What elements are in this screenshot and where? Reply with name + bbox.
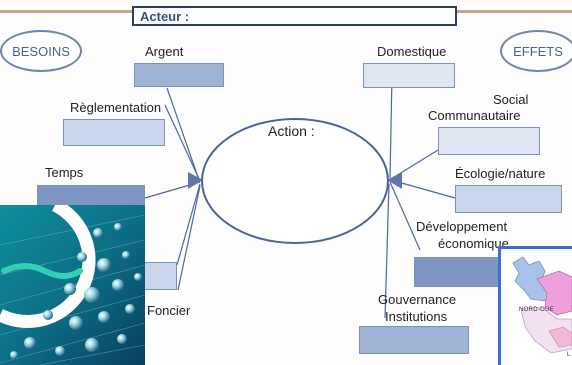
- action-oval[interactable]: [201, 118, 389, 244]
- besoins-title: BESOINS: [0, 30, 82, 72]
- label-ecologie: Écologie/nature: [455, 166, 546, 181]
- label-temps: Temps: [45, 165, 84, 180]
- water-droplets-photo: [0, 205, 145, 365]
- label-communautaire: Communautaire: [428, 108, 521, 123]
- box-social[interactable]: [438, 127, 540, 155]
- effets-title: EFFETS: [500, 30, 572, 72]
- box-developpement[interactable]: [414, 257, 504, 287]
- box-argent[interactable]: [134, 63, 224, 87]
- map-region-label: NORD-OUE: [519, 307, 555, 313]
- label-argent: Argent: [145, 44, 184, 59]
- left-arrow-head: [188, 172, 203, 189]
- box-domestique[interactable]: [363, 63, 455, 88]
- box-gouvernance[interactable]: [359, 326, 469, 354]
- line-foncier: [177, 185, 201, 291]
- label-reglementation: Règlementation: [70, 100, 162, 115]
- label-developpement: Développement: [416, 219, 508, 234]
- label-foncier: Foncier: [147, 303, 191, 318]
- right-arrow-head: [387, 172, 402, 189]
- label-social: Social: [493, 92, 529, 107]
- label-institutions: Institutions: [385, 309, 448, 324]
- line-foncier-upper: [176, 183, 201, 266]
- label-domestique: Domestique: [377, 44, 447, 59]
- actor-field[interactable]: Acteur :: [132, 6, 457, 26]
- actor-label: Acteur :: [140, 9, 190, 24]
- box-reglementation[interactable]: [63, 119, 165, 146]
- label-economique: économique: [438, 236, 509, 251]
- line-developpement: [389, 181, 421, 251]
- box-ecologie[interactable]: [455, 185, 562, 213]
- map-corner-label: L: [567, 352, 571, 358]
- line-argent: [166, 87, 200, 181]
- action-label: Action :: [268, 123, 315, 139]
- line-domestique: [389, 75, 393, 179]
- line-reglementation: [164, 104, 201, 182]
- label-gouvernance: Gouvernance: [378, 292, 457, 307]
- region-map: NORD-OUE L: [498, 246, 572, 365]
- line-gouvernance: [384, 183, 390, 319]
